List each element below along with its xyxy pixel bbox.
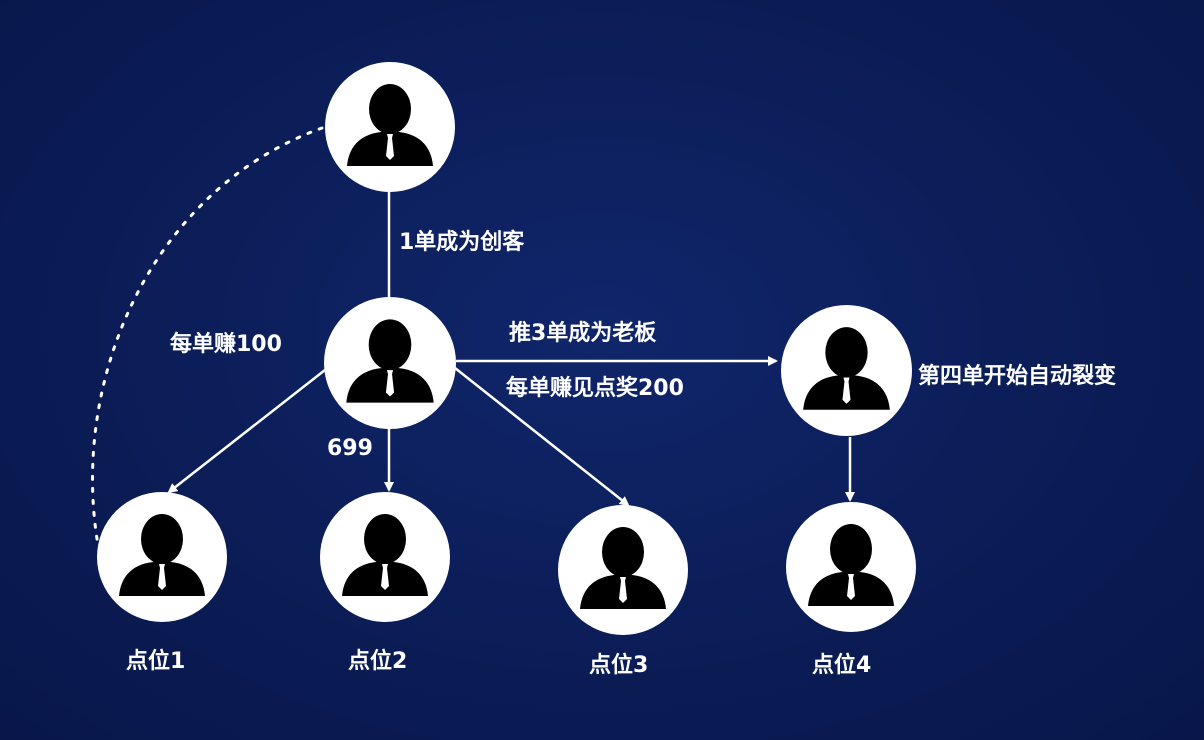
person-icon [347,84,433,166]
label-push-three: 推3单成为老板 [509,321,657,346]
label-become-creator: 1单成为创客 [399,230,525,255]
node-top [325,62,455,192]
person-icon [803,327,890,410]
label-earn-per-order: 每单赚100 [170,332,282,357]
label-auto-split: 第四单开始自动裂变 [918,364,1117,389]
node-slot1 [97,492,227,622]
node-slot4 [786,502,916,632]
node-slot3 [558,505,688,635]
label-price: 699 [327,436,373,461]
node-right [781,305,912,436]
person-icon [346,319,434,403]
arrow-center-slot3 [454,367,630,507]
label-slot3: 点位3 [589,653,649,678]
label-slot1: 点位1 [126,649,186,674]
person-icon [580,527,666,609]
label-slot2: 点位2 [348,649,408,674]
person-icon [808,524,894,606]
node-slot2 [320,492,450,622]
dotted-return-curve [91,126,324,547]
person-icon [119,514,205,596]
label-slot4: 点位4 [812,653,872,678]
label-earn-award: 每单赚见点奖200 [506,376,684,401]
node-center [324,297,456,429]
arrow-center-slot1 [167,369,326,494]
person-icon [342,514,428,596]
